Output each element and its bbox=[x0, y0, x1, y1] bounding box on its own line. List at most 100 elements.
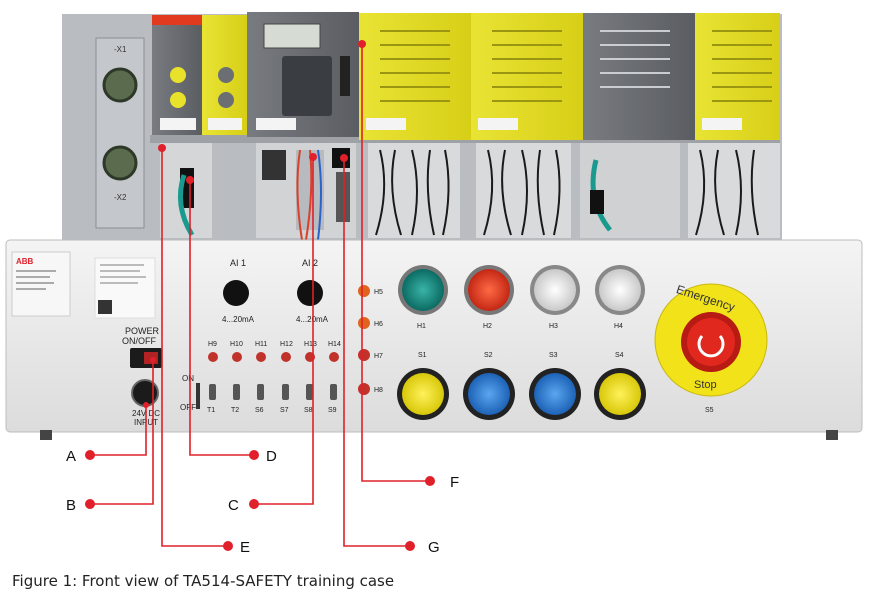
indicator-led bbox=[256, 352, 266, 362]
switch-label: S7 bbox=[280, 407, 289, 414]
led-label: H11 bbox=[255, 341, 267, 348]
led-label: H9 bbox=[208, 341, 217, 348]
cpu-display bbox=[263, 23, 321, 49]
lamp-white bbox=[534, 269, 576, 311]
button-label: S3 bbox=[549, 352, 558, 359]
lamp-label: H2 bbox=[483, 323, 492, 330]
callout-line-c bbox=[254, 157, 314, 505]
figure-caption: Figure 1: Front view of TA514-SAFETY tra… bbox=[12, 572, 395, 590]
lamp-red bbox=[468, 269, 510, 311]
led-label: H7 bbox=[374, 353, 383, 360]
callout-line-d bbox=[189, 180, 254, 456]
ai1-label: AI 1 bbox=[230, 258, 246, 268]
button-label: S1 bbox=[418, 352, 427, 359]
toggle-switch[interactable] bbox=[306, 384, 313, 400]
switch-label: T2 bbox=[231, 407, 239, 414]
rail-label-x2: -X2 bbox=[114, 193, 127, 202]
qr-code-icon bbox=[98, 300, 112, 314]
switch-label: S8 bbox=[304, 407, 313, 414]
reset-arrow-icon bbox=[697, 335, 725, 358]
indicator-led bbox=[329, 352, 339, 362]
dc-input-socket[interactable] bbox=[131, 379, 159, 407]
toggle-switch[interactable] bbox=[209, 384, 216, 400]
lamp-white bbox=[599, 269, 641, 311]
module-brand-strip bbox=[152, 15, 202, 25]
led-label: H10 bbox=[230, 341, 243, 348]
connector-bracket: -X1 -X2 bbox=[95, 37, 145, 229]
ai1-range: 4...20mA bbox=[222, 315, 255, 324]
rail-label-x1: -X1 bbox=[114, 45, 127, 54]
module-gray-2 bbox=[583, 13, 695, 140]
panel-foot bbox=[40, 430, 52, 440]
brand-logo: ABB bbox=[16, 257, 34, 266]
ai1-knob[interactable] bbox=[223, 280, 249, 306]
lamp-label: H1 bbox=[417, 323, 426, 330]
rotary-switch-icon bbox=[218, 67, 234, 83]
callout-letters: A B C D E F G bbox=[66, 448, 459, 556]
estop-label: S5 bbox=[705, 407, 714, 414]
module-label-plate bbox=[256, 118, 296, 130]
push-button-blue[interactable] bbox=[534, 373, 576, 415]
sd-slot bbox=[340, 56, 350, 96]
callout-b: B bbox=[66, 497, 76, 514]
toggle-switch[interactable] bbox=[282, 384, 289, 400]
panel-foot bbox=[826, 430, 838, 440]
button-label: S4 bbox=[615, 352, 624, 359]
product-label: ABB bbox=[11, 251, 156, 319]
led-label: H6 bbox=[374, 321, 383, 328]
button-row: S1 S2 S3 S4 bbox=[397, 352, 646, 420]
module-row bbox=[152, 12, 780, 140]
indicator-led bbox=[208, 352, 218, 362]
led-label: H5 bbox=[374, 289, 383, 296]
led-grid bbox=[600, 30, 670, 88]
toggle-switch[interactable] bbox=[233, 384, 240, 400]
power-label-1: POWER bbox=[125, 326, 160, 336]
callout-a: A bbox=[66, 448, 76, 465]
led-label: H8 bbox=[374, 387, 383, 394]
side-led-column: H5 H6 H7 H8 bbox=[358, 285, 383, 395]
callout-lines bbox=[90, 44, 430, 547]
toggle-switch[interactable] bbox=[257, 384, 264, 400]
toggle-on-label: ON bbox=[182, 374, 194, 383]
module-label-plate bbox=[366, 118, 406, 130]
estop-bottom-text: Stop bbox=[694, 379, 717, 391]
callout-d: D bbox=[266, 448, 277, 465]
toggle-switch[interactable] bbox=[330, 384, 337, 400]
callout-c: C bbox=[228, 497, 239, 514]
module-label-plate bbox=[160, 118, 196, 130]
module-label-plate bbox=[208, 118, 242, 130]
rotary-switch-icon bbox=[218, 92, 234, 108]
indicator-led bbox=[281, 352, 291, 362]
toggle-off-label: OFF bbox=[180, 403, 196, 412]
lamp-label: H4 bbox=[614, 323, 623, 330]
led-label: H13 bbox=[304, 341, 317, 348]
callout-line-e bbox=[161, 148, 228, 547]
emergency-stop: Emergency Stop S5 bbox=[654, 282, 768, 414]
indicator-led bbox=[358, 285, 370, 297]
rotary-switch-icon bbox=[170, 67, 186, 83]
indicator-led bbox=[358, 383, 370, 395]
lamp-label: H3 bbox=[549, 323, 558, 330]
push-button-yellow[interactable] bbox=[402, 373, 444, 415]
module-label-plate bbox=[478, 118, 518, 130]
callout-line-a bbox=[90, 405, 147, 456]
cpu-keypad bbox=[282, 56, 332, 116]
switch-label: S9 bbox=[328, 407, 337, 414]
ai2-knob[interactable] bbox=[297, 280, 323, 306]
push-button-blue[interactable] bbox=[468, 373, 510, 415]
led-label: H12 bbox=[280, 341, 293, 348]
mode-toggle: ON OFF bbox=[180, 374, 200, 412]
callout-line-b bbox=[90, 360, 154, 505]
module-label-plate bbox=[702, 118, 742, 130]
estop-cap bbox=[687, 318, 735, 366]
led-grid bbox=[380, 30, 772, 102]
indicator-led bbox=[358, 349, 370, 361]
front-panel bbox=[5, 239, 863, 433]
connector-x2-icon bbox=[102, 145, 138, 181]
push-button-yellow[interactable] bbox=[599, 373, 641, 415]
small-led-row: H9 H10 H11 H12 H13 H14 bbox=[208, 341, 341, 362]
callout-e: E bbox=[240, 539, 250, 556]
lamp-green bbox=[402, 269, 444, 311]
toggle-lever[interactable] bbox=[196, 383, 200, 409]
